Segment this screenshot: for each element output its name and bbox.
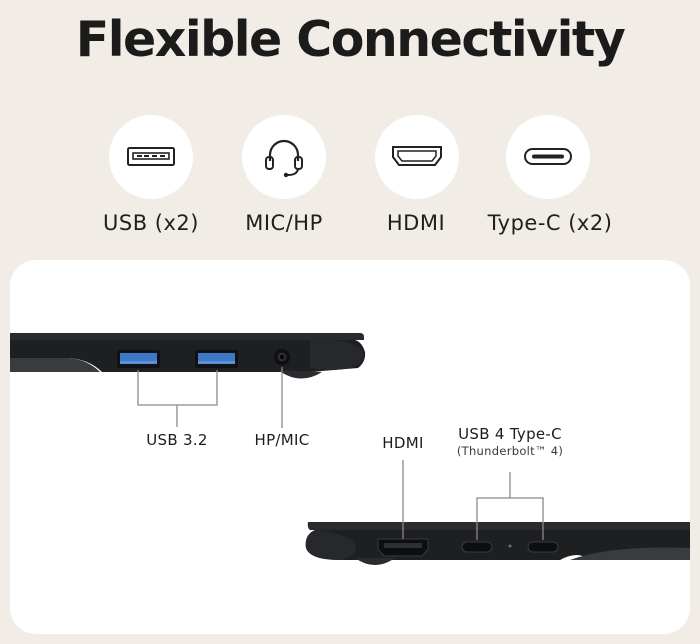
hdmi-label: HDMI <box>382 434 424 452</box>
hdmi-icon <box>375 115 459 199</box>
ports-diagram-card: USB 3.2 HP/MIC HDMI USB 4 Type-C (Thunde… <box>10 260 690 634</box>
port-label-hdmi: HDMI <box>386 211 446 235</box>
port-label-usb: USB (x2) <box>103 211 199 235</box>
laptop-side-illustration <box>10 333 690 565</box>
page-title: Flexible Connectivity <box>75 11 626 68</box>
port-label-type-c: Type-C (x2) <box>487 211 613 235</box>
hp-mic-label: HP/MIC <box>254 431 310 449</box>
laptop-left-side <box>10 333 366 379</box>
port-label-mic-hp: MIC/HP <box>245 211 323 235</box>
usb-3-2-label: USB 3.2 <box>146 431 208 449</box>
usb-icon <box>109 115 193 199</box>
usb4-type-c-label: USB 4 Type-C <box>458 425 562 443</box>
headset-icon <box>242 115 326 199</box>
laptop-right-side <box>305 522 690 565</box>
type-c-icon <box>506 115 590 199</box>
thunderbolt-4-label: (Thunderbolt™ 4) <box>456 444 564 458</box>
